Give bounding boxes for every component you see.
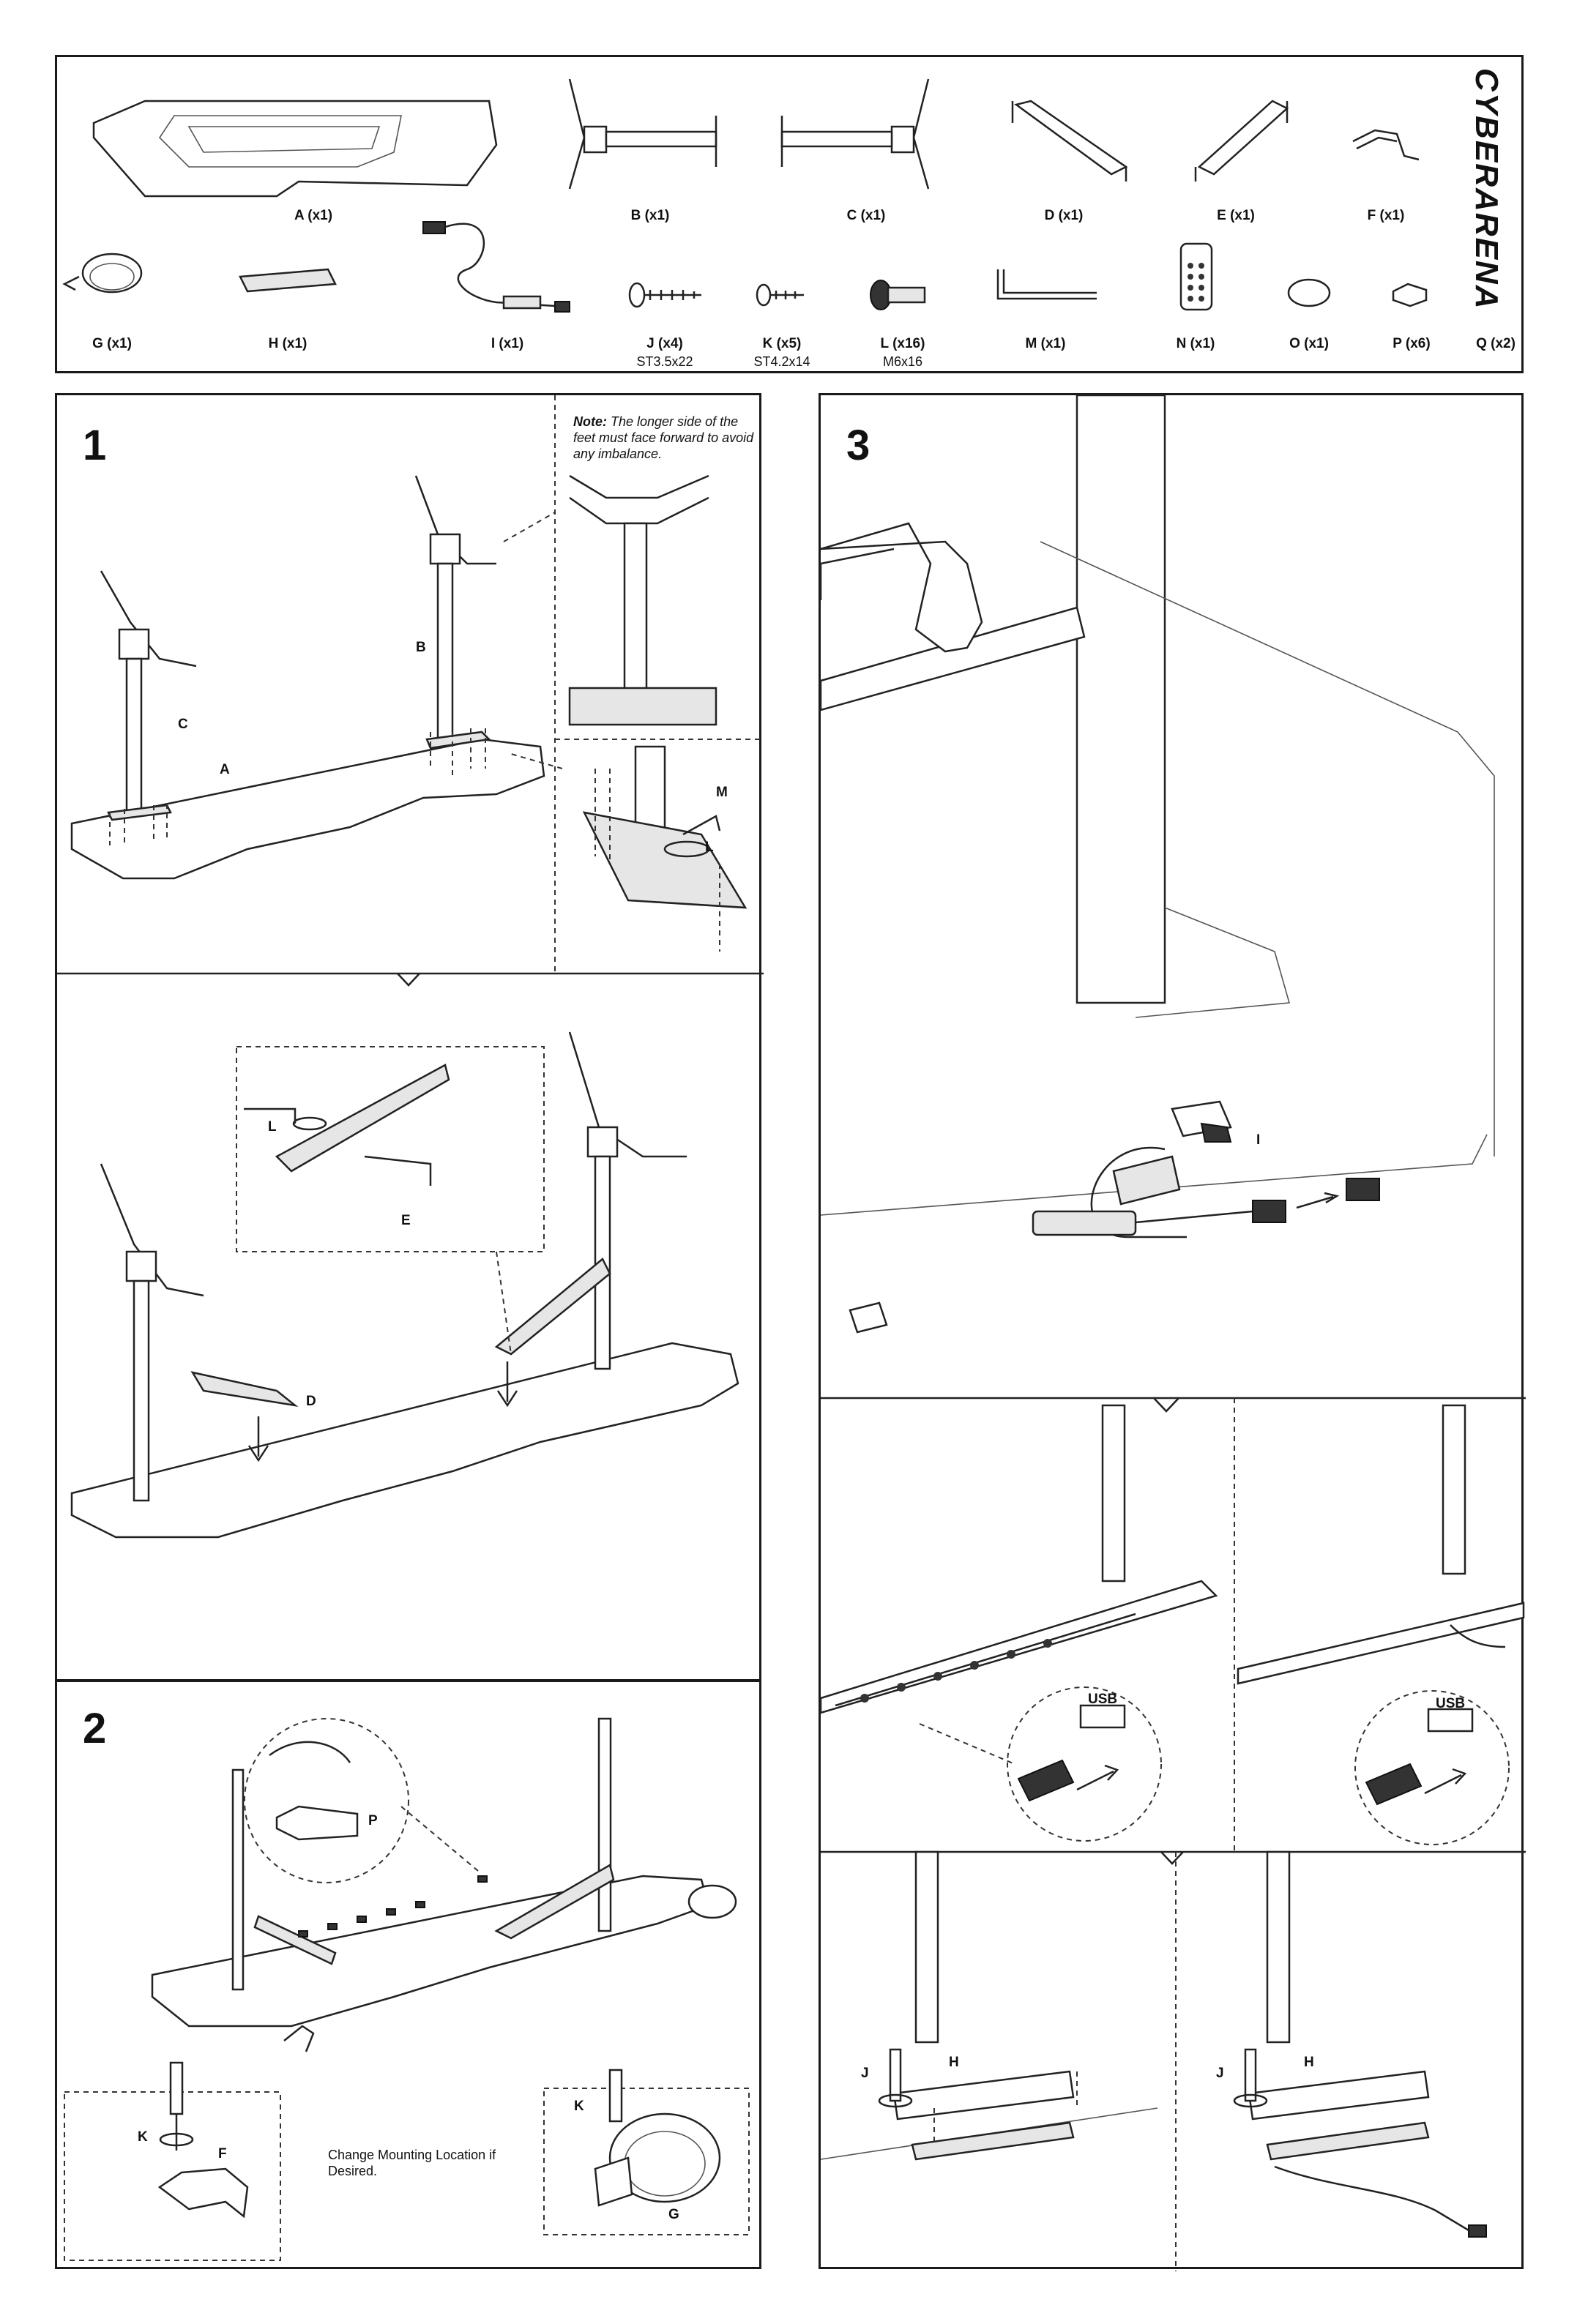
part-o-battery <box>1287 278 1331 307</box>
step-1-callout-b: B <box>416 640 426 655</box>
step-1a-screws <box>109 728 486 845</box>
step-1-callout-c: C <box>178 717 188 732</box>
part-g-holder <box>62 253 143 294</box>
part-label-i: I (x1) <box>491 336 524 351</box>
step-1b-leg-left <box>100 1163 204 1502</box>
part-p-clip <box>1392 283 1428 307</box>
part-label-e: E (x1) <box>1217 208 1255 223</box>
step-1a-inset-feet <box>568 474 717 726</box>
parts-drawings <box>62 78 1428 313</box>
step-2-inset-f <box>64 2061 281 2261</box>
part-j-screw <box>628 282 701 308</box>
step-1b-desktop <box>70 1342 739 1539</box>
part-label-b: B (x1) <box>630 208 670 223</box>
part-i-cable <box>422 221 570 313</box>
step-2-clips <box>298 1875 488 1938</box>
step-2-clip-inset <box>244 1718 479 1883</box>
part-label-d: D (x1) <box>1044 208 1084 223</box>
part-label-f: F (x1) <box>1367 208 1405 223</box>
step-2-inset-g <box>543 2069 750 2235</box>
step-1-note: Note: The longer side of the feet must f… <box>573 414 754 461</box>
step-1-drawings <box>57 395 764 1539</box>
step-1-callout-l2: L <box>268 1119 277 1135</box>
step-1-callout-a: A <box>220 762 230 777</box>
part-e-bracket <box>1194 100 1289 182</box>
part-label-j: J (x4)ST3.5x22 <box>636 336 693 369</box>
step-1b-leg-right <box>568 1031 687 1370</box>
step-2-holder-small <box>687 1884 737 1919</box>
step-2-callout-p: P <box>368 1813 378 1828</box>
brand-logo: CYBERARENA <box>1469 68 1505 310</box>
step-1b-bracket-e <box>494 1258 611 1408</box>
part-label-l: L (x16)M6x16 <box>880 336 925 369</box>
step-3-usb-right: USB <box>1436 1696 1466 1711</box>
step-3-usb-left: USB <box>1088 1692 1118 1707</box>
step-3-callout-j: J <box>861 2066 869 2081</box>
step-3-drawings <box>819 394 1526 2271</box>
step-1-callout-l: L <box>705 840 714 855</box>
part-m-hexkey <box>996 269 1097 300</box>
step-2-note: Change Mounting Location if Desired. <box>328 2148 496 2178</box>
part-label-o: O (x1) <box>1289 336 1329 351</box>
step-3-bottom-left <box>820 1850 1158 2161</box>
part-l-bolt <box>870 280 926 310</box>
step-3-number: 3 <box>846 422 870 469</box>
step-3-bottom-right <box>1233 1850 1487 2238</box>
step-2-number: 2 <box>83 1705 107 1752</box>
part-label-k: K (x5)ST4.2x14 <box>753 336 810 369</box>
step-3-panel: 3 <box>819 393 1526 2271</box>
step-1a-inset-bolt <box>582 745 748 952</box>
step-3-mid-left <box>819 1404 1218 1842</box>
part-k-screw <box>756 283 804 307</box>
step-2-callout-f: F <box>218 2146 227 2162</box>
step-1b-bracket-d <box>190 1371 299 1462</box>
part-label-p: P (x6) <box>1393 336 1431 351</box>
step-2-hook-small <box>283 2025 315 2052</box>
step-1-callout-m: M <box>716 785 728 800</box>
part-b-leg <box>568 78 717 190</box>
part-a-desktop <box>92 100 498 198</box>
step-1-panel: 1 Note: The longer side of the feet must… <box>55 393 764 1681</box>
step-2-drawings <box>64 1717 750 2261</box>
step-3-main-leg <box>819 394 1495 1216</box>
step-2-callout-k2: K <box>574 2099 584 2114</box>
part-n-remote <box>1179 242 1213 311</box>
part-h-cover <box>239 268 337 293</box>
step-3-callout-i: I <box>1256 1132 1261 1148</box>
parts-panel: A (x1) B (x1) C (x1) D (x1) E (x1) F (x1… <box>55 55 1524 373</box>
step-1-callout-d: D <box>306 1394 316 1409</box>
part-label-g: G (x1) <box>92 336 132 351</box>
step-1a-leg-b <box>414 475 496 750</box>
part-label-q: Q (x2) <box>1476 336 1516 351</box>
step-3-callout-h2: H <box>1304 2055 1314 2070</box>
part-label-c: C (x1) <box>846 208 886 223</box>
step-3-callout-h: H <box>949 2055 959 2070</box>
part-label-n: N (x1) <box>1176 336 1215 351</box>
step-3-clip-small <box>849 1301 888 1334</box>
step-3-cable <box>1032 1100 1380 1238</box>
part-label-a: A (x1) <box>294 208 333 223</box>
step-1-number: 1 <box>83 422 107 469</box>
step-1a-desktop <box>70 738 545 880</box>
part-label-h: H (x1) <box>268 336 307 351</box>
step-1b-inset <box>236 1046 545 1355</box>
step-1a-leg-c <box>100 570 197 821</box>
step-2-callout-k: K <box>138 2129 148 2145</box>
step-3-callout-j2: J <box>1216 2066 1224 2081</box>
part-d-bracket <box>1011 100 1128 182</box>
step-2-desktop <box>151 1717 710 2028</box>
step-2-callout-g: G <box>668 2207 679 2222</box>
step-2-panel: 2 Change Mounting Location if Desired. <box>55 1680 761 2269</box>
part-f-hook <box>1352 129 1420 161</box>
part-c-leg <box>780 78 930 190</box>
part-label-m: M (x1) <box>1025 336 1066 351</box>
step-3-mid-right <box>1237 1404 1525 1845</box>
step-1-callout-e: E <box>401 1213 411 1228</box>
